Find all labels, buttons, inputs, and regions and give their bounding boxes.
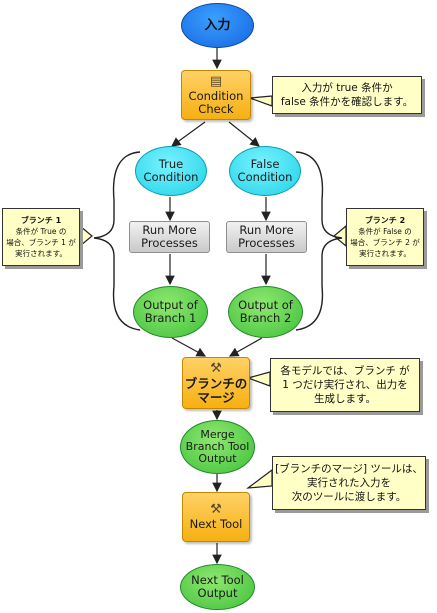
callout-merge-line-1: 各モデルでは、ブランチ が bbox=[280, 365, 410, 377]
merge-branch-label-1: ブランチの bbox=[184, 375, 248, 391]
callout-pointer-output bbox=[245, 468, 273, 489]
callout-condition-line-2: false 条件かを確認します。 bbox=[280, 96, 414, 108]
next-tool[interactable]: ⚒ Next Tool bbox=[182, 492, 250, 542]
input-node[interactable]: 入力 bbox=[181, 3, 254, 48]
output-branch-1-label-2: Branch 1 bbox=[144, 311, 197, 325]
next-tool-output-label-1: Next Tool bbox=[191, 573, 244, 587]
merge-branch-label-2: マージ bbox=[197, 389, 235, 405]
callout-branch-1-line-1: 条件が True の bbox=[15, 227, 67, 236]
callout-branch-2-line-3: 実行されます。 bbox=[359, 249, 411, 258]
callout-output-line-3: 次のツールに渡します。 bbox=[291, 491, 407, 503]
run-more-processes-1[interactable]: Run More Processes bbox=[129, 221, 210, 253]
merge-output-node[interactable]: Merge Branch Tool Output bbox=[180, 420, 255, 474]
callout-merge: 各モデルでは、ブランチ が 1 つだけ実行され、出力を 生成します。 bbox=[270, 358, 420, 412]
false-condition-node[interactable]: False Condition bbox=[229, 146, 301, 196]
condition-check-label-2: Check bbox=[198, 101, 234, 116]
hammer-icon: ⚒ bbox=[210, 360, 222, 376]
callout-branch-1: ブランチ 1 条件が True の 場合、ブランチ 1 が 実行されます。 bbox=[2, 208, 80, 266]
merge-output-label-3: Output bbox=[198, 452, 237, 465]
output-branch-2-node[interactable]: Output of Branch 2 bbox=[228, 286, 303, 338]
bracket-branch-2 bbox=[295, 151, 343, 331]
merge-output-label-2: Branch Tool bbox=[185, 440, 250, 453]
merge-branch-tool[interactable]: ⚒ ブランチの マージ bbox=[182, 357, 250, 409]
callout-pointer-branch1 bbox=[79, 224, 93, 248]
edge-check-to-false bbox=[228, 121, 260, 147]
false-condition-label-1: False bbox=[250, 157, 280, 171]
callout-pointer-branch2 bbox=[333, 224, 347, 248]
callout-branch-2: ブランチ 2 条件が False の 場合、ブランチ 2 が 実行されます。 bbox=[346, 208, 424, 266]
next-tool-output-node[interactable]: Next Tool Output bbox=[180, 564, 255, 610]
next-tool-output-label-2: Output bbox=[197, 586, 238, 600]
next-tool-label: Next Tool bbox=[189, 517, 243, 531]
callout-branch-1-line-2: 場合、ブランチ 1 が bbox=[6, 238, 76, 247]
run-more-1-label-2: Processes bbox=[141, 236, 198, 250]
false-condition-label-2: Condition bbox=[237, 170, 293, 184]
callout-merge-line-2: 1 つだけ実行され、出力を bbox=[282, 379, 408, 391]
run-more-1-label-1: Run More bbox=[142, 223, 197, 237]
true-condition-label-1: True bbox=[158, 157, 184, 171]
callout-output-line-2: 実行された入力を bbox=[307, 477, 391, 489]
edge-output1-to-merge bbox=[171, 337, 207, 357]
callout-pointer-merge bbox=[246, 371, 271, 387]
callout-output-line-1: [ブランチのマージ] ツールは、 bbox=[275, 463, 423, 475]
true-condition-node[interactable]: True Condition bbox=[135, 146, 207, 196]
hammer-icon: ⚒ bbox=[210, 502, 222, 517]
callout-pointer-condition bbox=[249, 95, 273, 107]
callout-merge-output: [ブランチのマージ] ツールは、 実行された入力を 次のツールに渡します。 bbox=[272, 456, 426, 510]
output-branch-2-label-2: Branch 2 bbox=[239, 311, 292, 325]
true-condition-label-2: Condition bbox=[143, 170, 199, 184]
bracket-branch-1 bbox=[93, 151, 141, 331]
callout-branch-1-line-3: 実行されます。 bbox=[15, 249, 67, 258]
callout-branch-2-title: ブランチ 2 bbox=[364, 216, 406, 225]
output-branch-1-label-1: Output of bbox=[143, 298, 198, 312]
run-more-2-label-2: Processes bbox=[238, 236, 295, 250]
run-more-processes-2[interactable]: Run More Processes bbox=[226, 221, 307, 253]
callout-branch-2-line-1: 条件が False の bbox=[358, 227, 412, 236]
callout-branch-1-title: ブランチ 1 bbox=[20, 216, 62, 225]
input-label: 入力 bbox=[204, 18, 231, 33]
callout-branch-2-line-2: 場合、ブランチ 2 が bbox=[350, 238, 420, 247]
output-branch-2-label-1: Output of bbox=[238, 298, 293, 312]
condition-check-tool[interactable]: ▤ Condition Check bbox=[181, 70, 251, 120]
condition-check-label-1: Condition bbox=[188, 88, 244, 103]
script-icon: ▤ bbox=[209, 73, 223, 89]
edge-output2-to-merge bbox=[228, 337, 263, 357]
output-branch-1-node[interactable]: Output of Branch 1 bbox=[133, 286, 208, 338]
callout-condition-check: 入力が true 条件か false 条件かを確認します。 bbox=[272, 76, 422, 114]
callout-merge-line-3: 生成します。 bbox=[314, 393, 376, 405]
merge-output-label-1: Merge bbox=[200, 428, 235, 441]
edge-check-to-true bbox=[171, 121, 206, 147]
run-more-2-label-1: Run More bbox=[239, 223, 294, 237]
callout-condition-line-1: 入力が true 条件か bbox=[301, 82, 393, 94]
